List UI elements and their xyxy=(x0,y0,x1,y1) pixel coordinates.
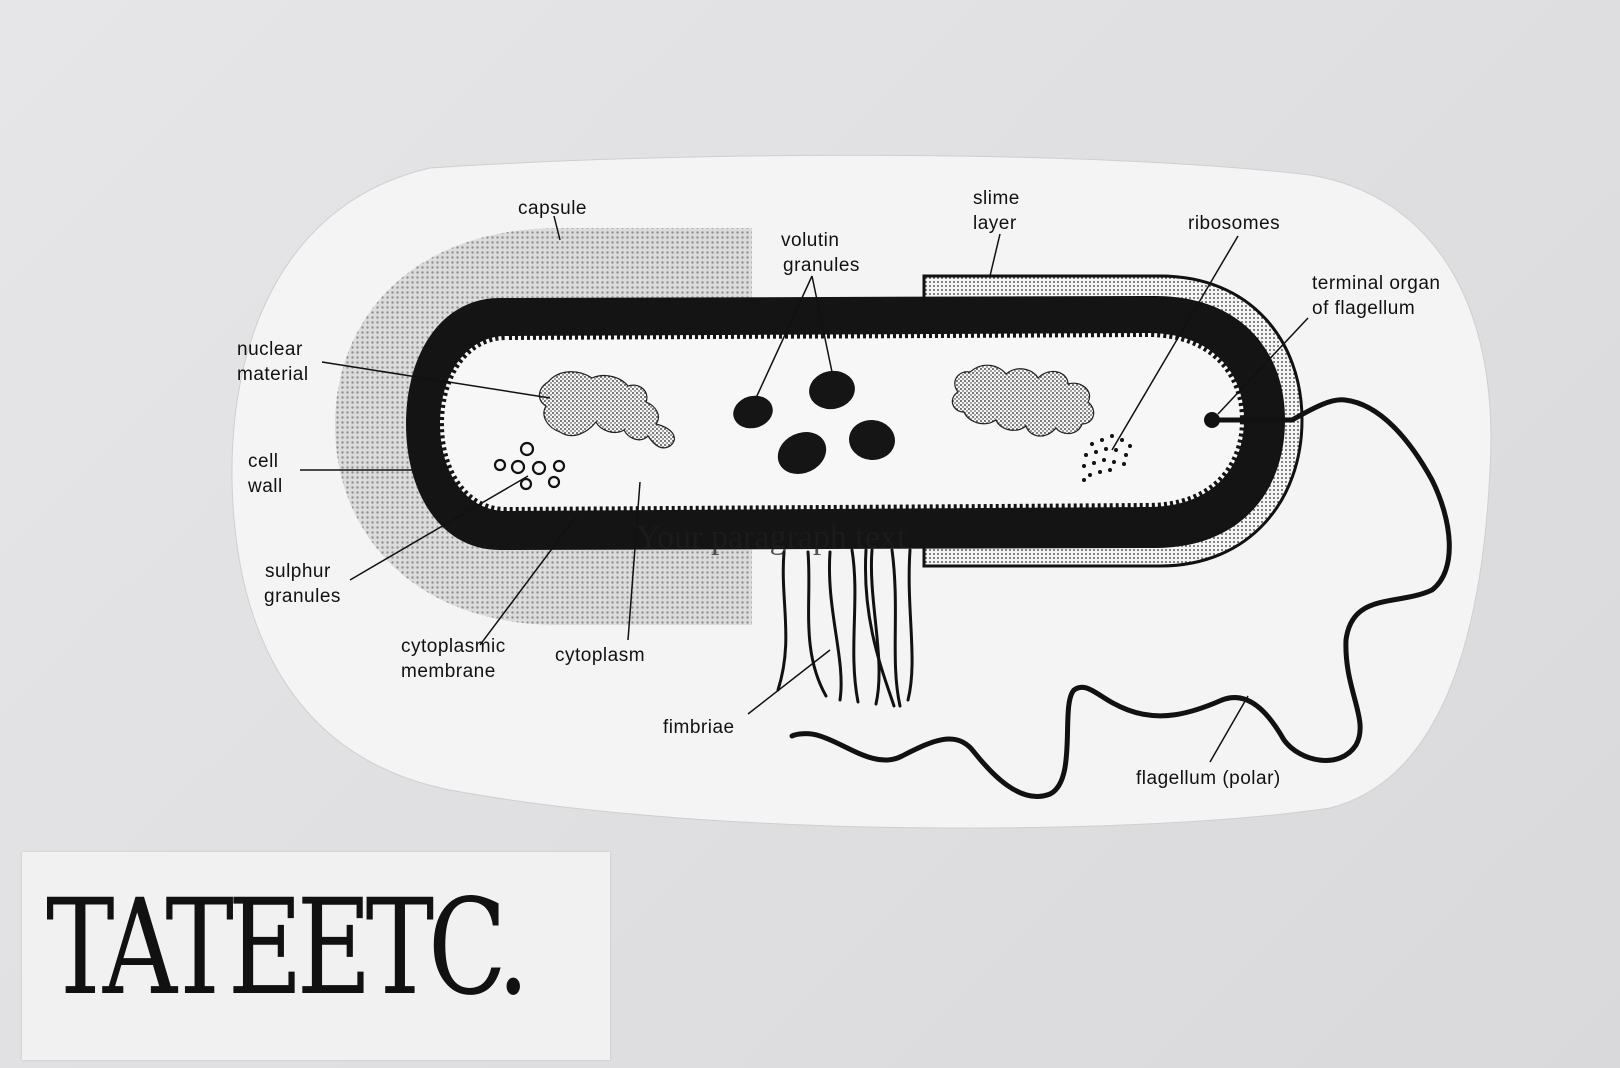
label-sulphur-line2: granules xyxy=(264,586,341,607)
label-cell-wall-line2: wall xyxy=(247,476,283,497)
label-slime-layer-line1: slime xyxy=(973,188,1020,209)
leader-lines xyxy=(300,215,1309,763)
ribosomes xyxy=(1082,434,1132,482)
label-cytoplasmic-membrane-line2: membrane xyxy=(401,661,496,682)
labels: capsule slime layer volutin granules rib… xyxy=(237,188,1440,789)
label-sulphur-line1: sulphur xyxy=(265,561,331,582)
sulphur-granules xyxy=(493,441,566,491)
label-nuclear-line2: material xyxy=(237,364,309,385)
nuclear-material-left xyxy=(538,371,675,449)
label-cytoplasm: cytoplasm xyxy=(555,645,645,666)
logo-stamp: TATEETC. xyxy=(22,852,610,1060)
label-cell-wall-line1: cell xyxy=(248,451,279,472)
logo-text: TATEETC. xyxy=(46,871,530,1025)
label-cytoplasmic-membrane-line1: cytoplasmic xyxy=(401,636,506,657)
volutin-granules xyxy=(733,370,895,474)
label-capsule: capsule xyxy=(518,198,587,219)
label-slime-layer-line2: layer xyxy=(973,213,1017,234)
fimbriae xyxy=(776,548,914,708)
flagellum xyxy=(789,397,1452,799)
nuclear-material-right xyxy=(951,364,1095,437)
overlay-paragraph-text: Your paragraph text xyxy=(636,519,907,556)
label-fimbriae: fimbriae xyxy=(663,717,735,738)
label-volutin-line1: volutin xyxy=(781,230,839,251)
label-volutin-line2: granules xyxy=(783,255,860,276)
label-flagellum: flagellum (polar) xyxy=(1136,768,1281,789)
label-terminal-organ-line2: of flagellum xyxy=(1312,298,1415,319)
label-ribosomes: ribosomes xyxy=(1188,213,1280,234)
label-terminal-organ-line1: terminal organ xyxy=(1312,273,1440,294)
label-nuclear-line1: nuclear xyxy=(237,339,303,360)
